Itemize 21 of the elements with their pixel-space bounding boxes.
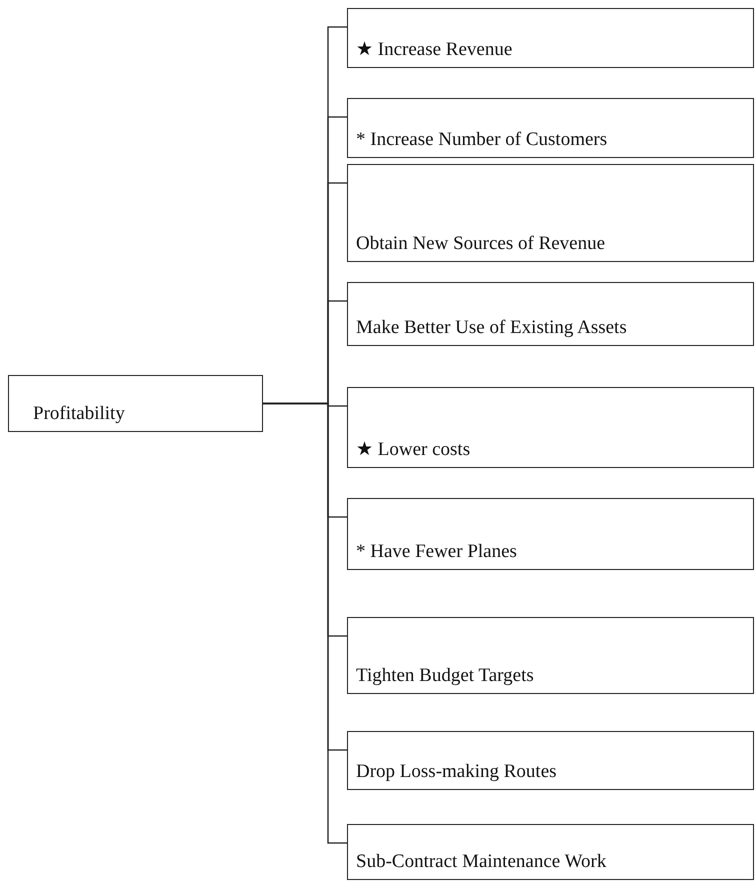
box-label: Sub-Contract Maintenance Work — [356, 851, 606, 873]
branch-box — [347, 8, 754, 68]
branch-box — [347, 164, 754, 262]
branch-box — [347, 387, 754, 468]
box-label: Drop Loss-making Routes — [356, 761, 557, 783]
branch-box — [347, 498, 754, 570]
branch-box — [347, 731, 754, 790]
connector-line — [263, 402, 347, 844]
branch-box — [347, 824, 754, 880]
box-label: ★ Lower costs — [356, 438, 470, 461]
branch-box — [347, 98, 754, 158]
branch-box — [8, 375, 263, 432]
box-label: * Have Fewer Planes — [356, 541, 517, 563]
box-label: * Increase Number of Customers — [356, 129, 608, 151]
box-label: Profitability — [33, 403, 125, 425]
branch-box — [347, 617, 754, 694]
box-label: Obtain New Sources of Revenue — [356, 233, 606, 255]
branch-box — [347, 282, 754, 346]
box-label: Make Better Use of Existing Assets — [356, 317, 627, 339]
box-label: Tighten Budget Targets — [356, 665, 534, 687]
box-label: ★ Increase Revenue — [356, 38, 512, 61]
